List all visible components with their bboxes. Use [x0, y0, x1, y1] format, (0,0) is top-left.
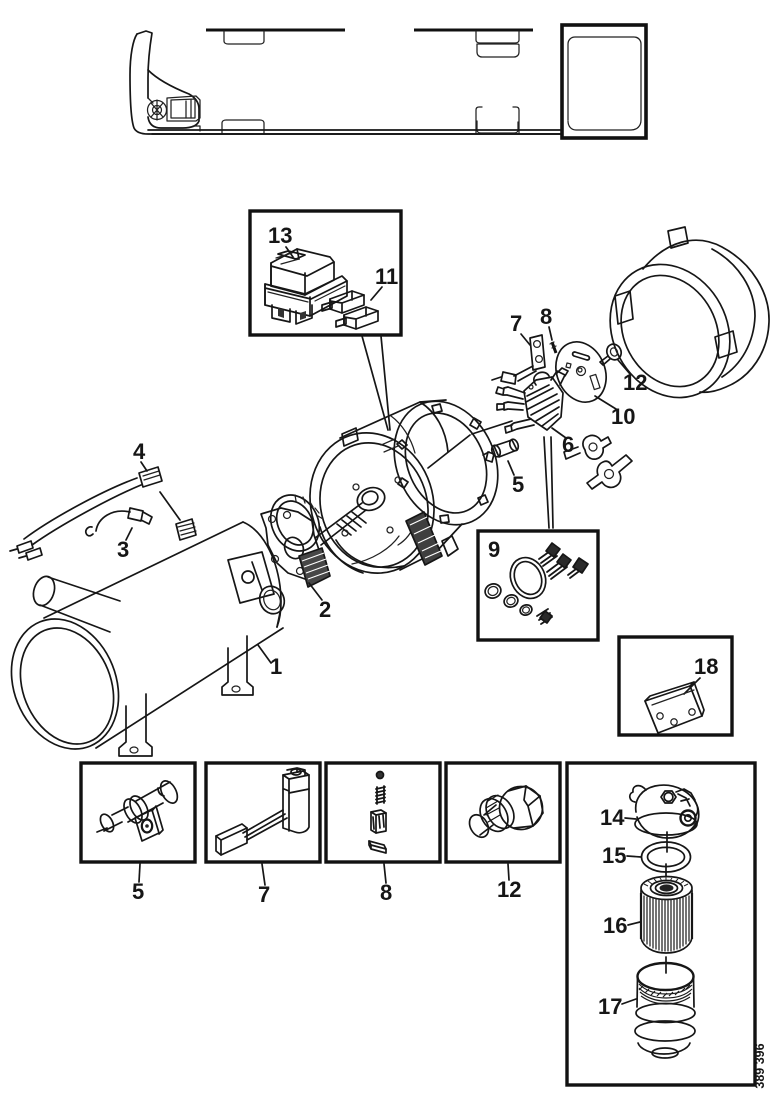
svg-text:13: 13	[268, 223, 292, 248]
svg-text:2: 2	[319, 597, 331, 622]
svg-text:15: 15	[602, 843, 626, 868]
svg-text:8: 8	[540, 304, 552, 329]
svg-text:12: 12	[497, 877, 521, 902]
svg-text:5: 5	[132, 879, 144, 904]
svg-text:16: 16	[603, 913, 627, 938]
svg-text:12: 12	[623, 370, 647, 395]
svg-text:11: 11	[375, 264, 398, 289]
svg-text:5: 5	[512, 472, 524, 497]
svg-text:4: 4	[133, 439, 146, 464]
svg-text:7: 7	[258, 882, 270, 907]
svg-text:3: 3	[117, 537, 129, 562]
svg-text:18: 18	[694, 654, 718, 679]
svg-text:14: 14	[600, 805, 625, 830]
svg-text:1: 1	[270, 654, 282, 679]
svg-text:7: 7	[510, 311, 522, 336]
svg-text:389 396: 389 396	[753, 1043, 767, 1088]
svg-text:8: 8	[380, 880, 392, 905]
svg-text:9: 9	[488, 537, 500, 562]
svg-text:17: 17	[598, 994, 622, 1019]
